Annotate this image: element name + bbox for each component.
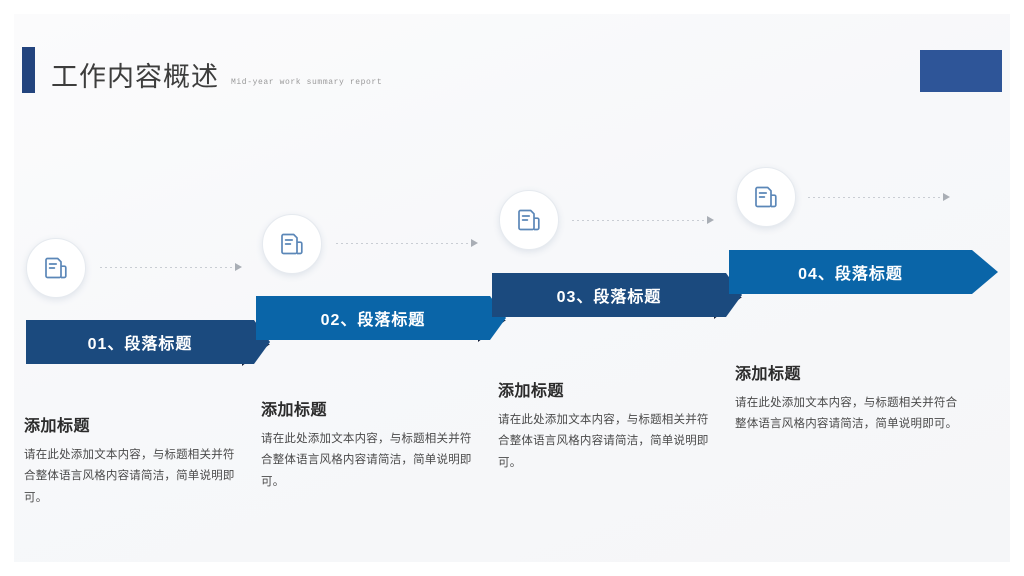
step-02-banner-label: 02、段落标题 <box>320 312 426 329</box>
step-03-banner-label: 03、段落标题 <box>556 289 662 306</box>
header-accent-block <box>920 50 1002 92</box>
connector-2 <box>336 238 478 248</box>
step-01-title: 添加标题 <box>24 418 91 435</box>
step-01-icon-circle[interactable] <box>26 238 86 298</box>
step-04-title: 添加标题 <box>735 366 802 383</box>
document-icon <box>43 255 69 281</box>
connector-line <box>100 266 234 268</box>
step-01-banner-label: 01、段落标题 <box>87 336 193 353</box>
connector-4 <box>808 192 950 202</box>
page-subtitle: Mid-year work summary report <box>231 78 383 87</box>
step-04-banner[interactable]: 04、段落标题 <box>729 250 998 294</box>
connector-line <box>336 242 470 244</box>
connector-line <box>572 219 706 221</box>
connector-1 <box>100 262 242 272</box>
step-02-textblock: 添加标题 请在此处添加文本内容，与标题相关并符合整体语言风格内容请简洁，简单说明… <box>261 396 483 493</box>
step-01-banner[interactable]: 01、段落标题 <box>26 320 270 364</box>
step-04-banner-tip <box>972 250 998 294</box>
step-04-textblock: 添加标题 请在此处添加文本内容，与标题相关并符合整体语言风格内容请简洁，简单说明… <box>735 360 963 436</box>
step-03-textblock: 添加标题 请在此处添加文本内容，与标题相关并符合整体语言风格内容请简洁，简单说明… <box>498 377 720 474</box>
connector-3 <box>572 215 714 225</box>
step-04-icon-circle[interactable] <box>736 167 796 227</box>
arrow-head-icon <box>471 239 478 247</box>
step-03-body: 请在此处添加文本内容，与标题相关并符合整体语言风格内容请简洁，简单说明即可。 <box>498 414 709 469</box>
step-02-title: 添加标题 <box>261 402 328 419</box>
step-04-body: 请在此处添加文本内容，与标题相关并符合整体语言风格内容请简洁，简单说明即可。 <box>735 397 958 431</box>
slide-header: 工作内容概述 Mid-year work summary report <box>22 47 382 93</box>
step-02-banner[interactable]: 02、段落标题 <box>256 296 506 340</box>
step-03-title: 添加标题 <box>498 383 565 400</box>
step-03-banner-body: 03、段落标题 <box>492 273 726 317</box>
step-01-banner-body: 01、段落标题 <box>26 320 254 364</box>
document-icon <box>753 184 779 210</box>
step-03-banner[interactable]: 03、段落标题 <box>492 273 742 317</box>
step-01-textblock: 添加标题 请在此处添加文本内容，与标题相关并符合整体语言风格内容请简洁，简单说明… <box>24 412 242 509</box>
document-icon <box>279 231 305 257</box>
document-icon <box>516 207 542 233</box>
step-02-icon-circle[interactable] <box>262 214 322 274</box>
step-03-icon-circle[interactable] <box>499 190 559 250</box>
arrow-head-icon <box>707 216 714 224</box>
step-02-banner-body: 02、段落标题 <box>256 296 490 340</box>
arrow-head-icon <box>235 263 242 271</box>
title-accent-bar <box>22 47 35 93</box>
step-02-body: 请在此处添加文本内容，与标题相关并符合整体语言风格内容请简洁，简单说明即可。 <box>261 433 472 488</box>
connector-line <box>808 196 942 198</box>
step-04-banner-body: 04、段落标题 <box>729 250 972 294</box>
arrow-head-icon <box>943 193 950 201</box>
page-title: 工作内容概述 <box>51 62 219 92</box>
step-01-body: 请在此处添加文本内容，与标题相关并符合整体语言风格内容请简洁，简单说明即可。 <box>24 449 235 504</box>
step-04-banner-label: 04、段落标题 <box>798 266 903 283</box>
